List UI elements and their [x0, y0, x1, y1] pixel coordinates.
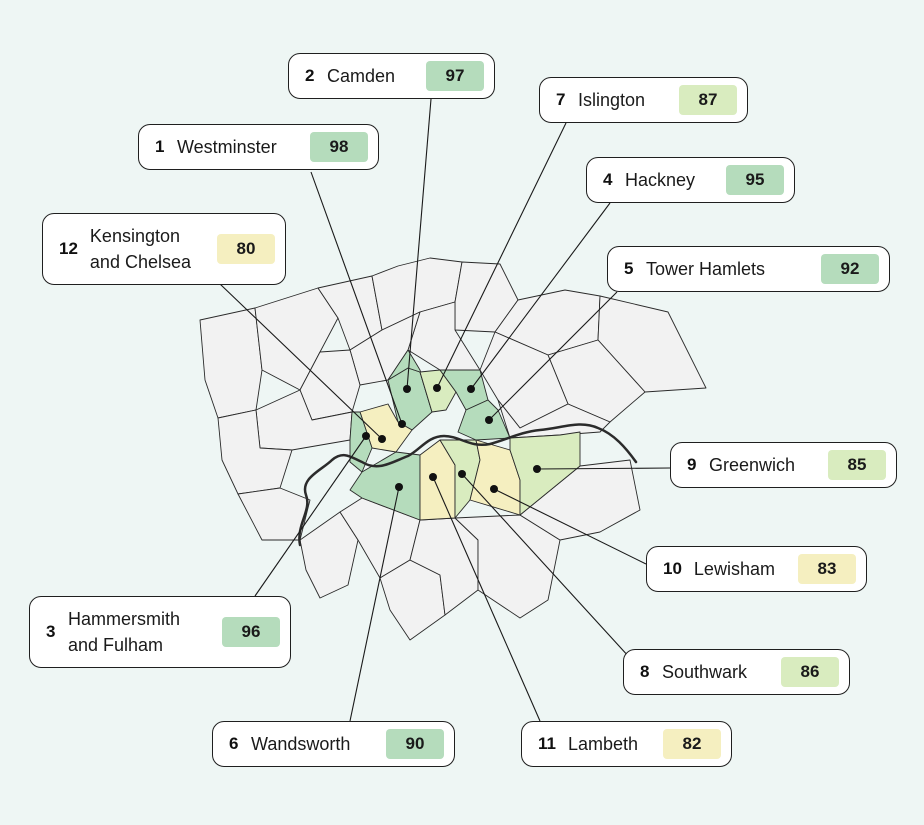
- leader-lines: [219, 98, 671, 722]
- score-badge: 83: [798, 554, 856, 584]
- rank-number: 5: [624, 259, 634, 278]
- borough-name: Lambeth: [567, 734, 639, 754]
- score-badge: 85: [828, 450, 886, 480]
- callout-wandsworth[interactable]: 6 Wandsworth 90: [212, 721, 455, 767]
- marker-dot-hackney: [467, 385, 475, 393]
- leader-line-hackney: [470, 202, 611, 390]
- rank-number: 9: [687, 455, 697, 474]
- callout-hammersmith-and-fulham[interactable]: 3 Hammersmith and Fulham 96: [29, 596, 291, 668]
- marker-dot-lewisham: [490, 485, 498, 493]
- callout-islington[interactable]: 7 Islington 87: [539, 77, 748, 123]
- score-badge: 80: [217, 234, 275, 264]
- marker-dot-camden: [403, 385, 411, 393]
- leader-line-greenwich: [536, 467, 671, 470]
- borough-name: Westminster: [177, 137, 277, 157]
- score-badge: 98: [310, 132, 368, 162]
- leader-line-lewisham: [493, 488, 647, 565]
- borough-hounslow: [217, 409, 293, 495]
- borough-hillingdon: [199, 307, 263, 419]
- rank-number: 4: [603, 170, 613, 189]
- borough-name: Southwark: [662, 662, 748, 682]
- rank-number: 1: [155, 137, 165, 156]
- borough-name: Islington: [578, 90, 646, 110]
- marker-dot-kensington: [378, 435, 386, 443]
- borough-shape-greenwich: [509, 431, 581, 516]
- marker-dot-westminster: [398, 420, 406, 428]
- borough-markers: [362, 384, 541, 493]
- borough-name: Kensington and Chelsea: [89, 226, 191, 272]
- borough-name: Wandsworth: [251, 734, 351, 754]
- leader-line-tower-hamlets: [488, 291, 618, 421]
- leader-line-westminster: [310, 171, 403, 425]
- callout-westminster[interactable]: 1 Westminster 98: [138, 124, 379, 170]
- rank-number: 3: [46, 622, 56, 641]
- callout-southwark[interactable]: 8 Southwark 86: [623, 649, 850, 695]
- leader-line-kensington: [219, 283, 383, 440]
- marker-dot-greenwich: [533, 465, 541, 473]
- score-badge: 96: [222, 617, 280, 647]
- leader-line-islington: [436, 122, 567, 389]
- leader-line-hammersmith: [254, 435, 367, 597]
- callout-hackney[interactable]: 4 Hackney 95: [586, 157, 795, 203]
- score-badge: 97: [426, 61, 484, 91]
- leader-line-camden: [406, 98, 432, 390]
- borough-richmond: [237, 487, 311, 541]
- leader-line-lambeth: [432, 476, 541, 722]
- score-badge: 82: [663, 729, 721, 759]
- marker-dot-lambeth: [429, 473, 437, 481]
- score-badge: 92: [821, 254, 879, 284]
- marker-dot-wandsworth: [395, 483, 403, 491]
- rank-number: 2: [305, 66, 315, 85]
- callout-lambeth[interactable]: 11 Lambeth 82: [521, 721, 732, 767]
- borough-name: Tower Hamlets: [646, 259, 766, 279]
- rank-number: 6: [229, 734, 239, 753]
- borough-name: Hammersmith and Fulham: [68, 609, 181, 655]
- callout-greenwich[interactable]: 9 Greenwich 85: [670, 442, 897, 488]
- marker-dot-islington: [433, 384, 441, 392]
- borough-havering: [597, 295, 707, 393]
- borough-name: Camden: [327, 66, 396, 86]
- borough-name: Greenwich: [709, 455, 796, 475]
- leader-line-southwark: [461, 473, 631, 659]
- rank-number: 11: [538, 734, 556, 753]
- marker-dot-tower-hamlets: [485, 416, 493, 424]
- callout-tower-hamlets[interactable]: 5 Tower Hamlets 92: [607, 246, 890, 292]
- marker-dot-southwark: [458, 470, 466, 478]
- rank-number: 8: [640, 662, 650, 681]
- rank-number: 12: [59, 239, 78, 258]
- score-badge: 87: [679, 85, 737, 115]
- river-thames: [298, 423, 638, 547]
- leader-line-wandsworth: [349, 486, 400, 722]
- callout-lewisham[interactable]: 10 Lewisham 83: [646, 546, 867, 592]
- score-badge: 86: [781, 657, 839, 687]
- borough-name: Lewisham: [693, 559, 775, 579]
- score-badge: 90: [386, 729, 444, 759]
- marker-dot-hammersmith: [362, 432, 370, 440]
- rank-number: 7: [556, 90, 566, 109]
- outer-boroughs: [199, 257, 707, 641]
- borough-name: Hackney: [625, 170, 696, 190]
- score-badge: 95: [726, 165, 784, 195]
- rank-number: 10: [663, 559, 682, 578]
- callout-camden[interactable]: 2 Camden 97: [288, 53, 495, 99]
- callout-kensington-and-chelsea[interactable]: 12 Kensington and Chelsea 80: [42, 213, 286, 285]
